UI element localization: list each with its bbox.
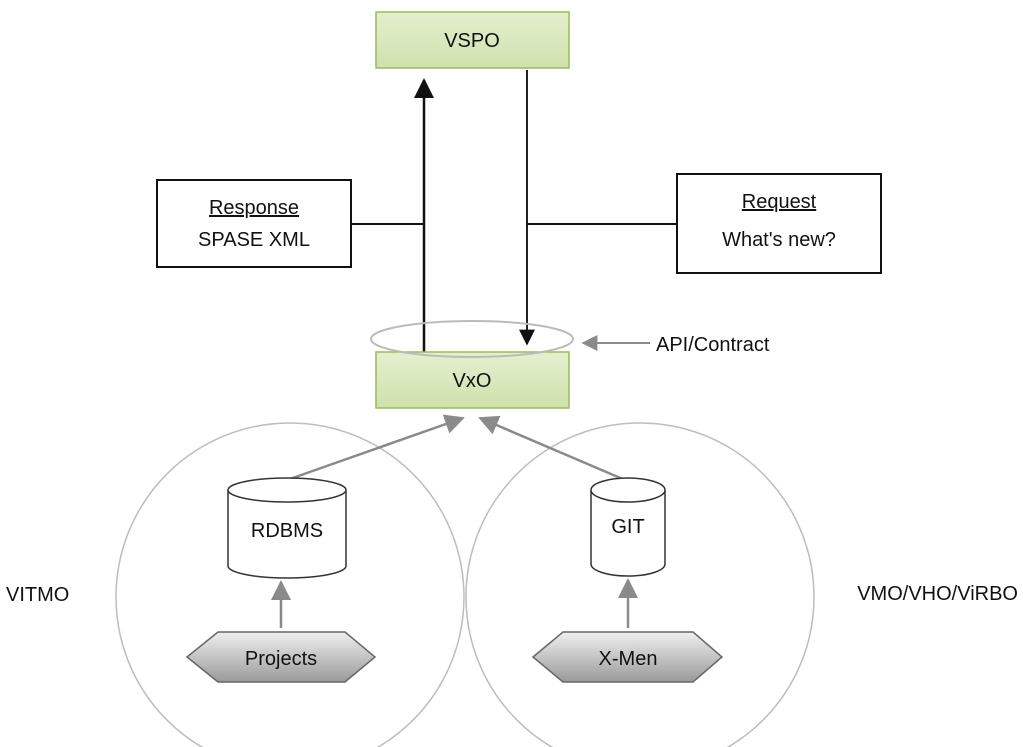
vitmo-label: VITMO xyxy=(6,584,69,606)
response-subtitle: SPASE XML xyxy=(198,229,310,251)
api-label: API/Contract xyxy=(656,334,770,356)
vmo-group-circle xyxy=(465,422,815,747)
vmo-group-label: VMO/VHO/ViRBO xyxy=(857,583,1018,605)
git-label: GIT xyxy=(611,516,644,538)
response-title: Response xyxy=(209,197,299,219)
vspo-label: VSPO xyxy=(444,30,500,52)
xmen-label: X-Men xyxy=(599,648,658,670)
request-title: Request xyxy=(742,191,817,213)
api-ellipse xyxy=(370,320,574,358)
git-to-vxo-arrow xyxy=(478,415,626,482)
rdbms-to-vxo-arrow xyxy=(286,414,465,482)
vxo-label: VxO xyxy=(453,370,492,392)
request-subtitle: What's new? xyxy=(722,229,836,251)
rdbms-database-icon[interactable]: RDBMS xyxy=(227,477,347,579)
vitmo-group-circle xyxy=(115,422,465,747)
response-box[interactable]: Response SPASE XML xyxy=(156,179,352,268)
vxo-box[interactable]: VxO xyxy=(375,351,570,409)
rdbms-label: RDBMS xyxy=(251,520,323,542)
git-database-icon[interactable]: GIT xyxy=(590,477,666,577)
xmen-hexagon[interactable]: X-Men xyxy=(531,631,724,683)
vspo-box[interactable]: VSPO xyxy=(375,11,570,69)
request-box[interactable]: Request What's new? xyxy=(676,173,882,274)
projects-hexagon[interactable]: Projects xyxy=(185,631,377,683)
projects-label: Projects xyxy=(245,648,317,670)
